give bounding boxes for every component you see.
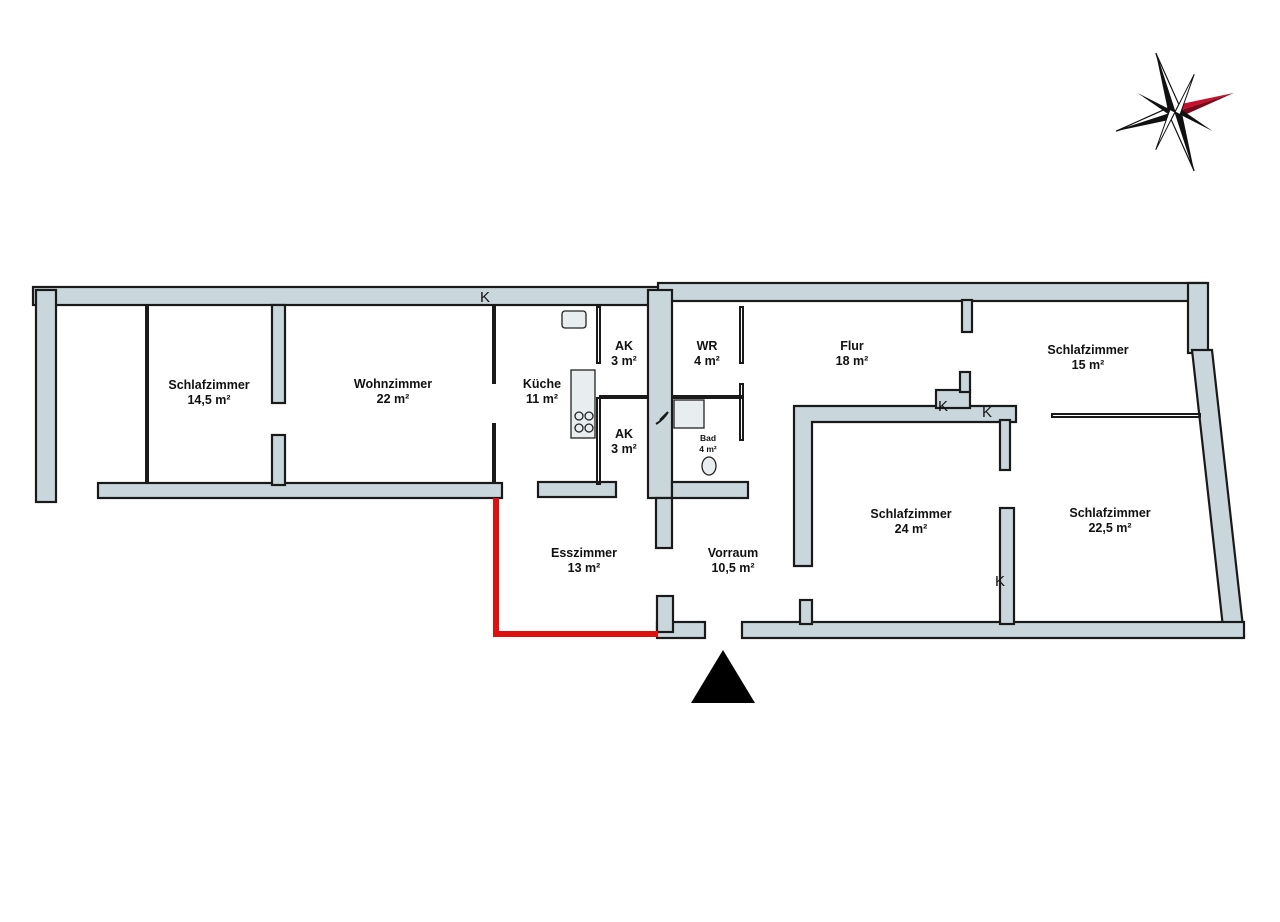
walls [31, 281, 1246, 640]
room-area: 14,5 m² [187, 393, 230, 407]
entrance-triangle-icon [691, 650, 755, 703]
toilet-icon [701, 456, 717, 476]
room-name: Vorraum [708, 546, 758, 560]
room-area: 22,5 m² [1088, 521, 1131, 535]
room-area: 15 m² [1072, 358, 1105, 372]
door-swing-icon [655, 411, 669, 425]
room-name: Flur [840, 339, 864, 353]
room-area: 13 m² [568, 561, 601, 575]
room-area: 4 m² [694, 354, 720, 368]
k-mark: K [995, 573, 1005, 590]
room-name: Esszimmer [551, 546, 617, 560]
room-name: Wohnzimmer [354, 377, 432, 391]
room-area: 11 m² [526, 392, 558, 406]
room-name: Schlafzimmer [1047, 343, 1128, 357]
k-mark: K [938, 398, 948, 415]
room-labels: Schlafzimmer 14,5 m² Wohnzimmer 22 m² Kü… [168, 339, 1150, 575]
k-mark: K [982, 404, 992, 421]
room-area: 4 m² [699, 444, 717, 454]
kitchen-sink-icon [561, 310, 587, 329]
room-area: 3 m² [611, 442, 637, 456]
k-markers: K K K K [480, 289, 1005, 590]
room-name: Küche [523, 377, 561, 391]
room-name: AK [615, 427, 633, 441]
room-name: WR [697, 339, 718, 353]
room-area: 10,5 m² [711, 561, 754, 575]
room-name: Schlafzimmer [168, 378, 249, 392]
k-mark: K [480, 289, 490, 306]
room-area: 3 m² [611, 354, 637, 368]
room-name: Schlafzimmer [1069, 506, 1150, 520]
room-area: 18 m² [836, 354, 869, 368]
shower-icon [673, 399, 705, 429]
room-name: AK [615, 339, 633, 353]
room-area: 24 m² [895, 522, 928, 536]
compass-rose-icon [1115, 52, 1234, 172]
room-name: Bad [700, 433, 716, 443]
fixtures [561, 310, 717, 476]
room-name: Schlafzimmer [870, 507, 951, 521]
new-wall-highlight [493, 498, 658, 637]
room-area: 22 m² [377, 392, 410, 406]
